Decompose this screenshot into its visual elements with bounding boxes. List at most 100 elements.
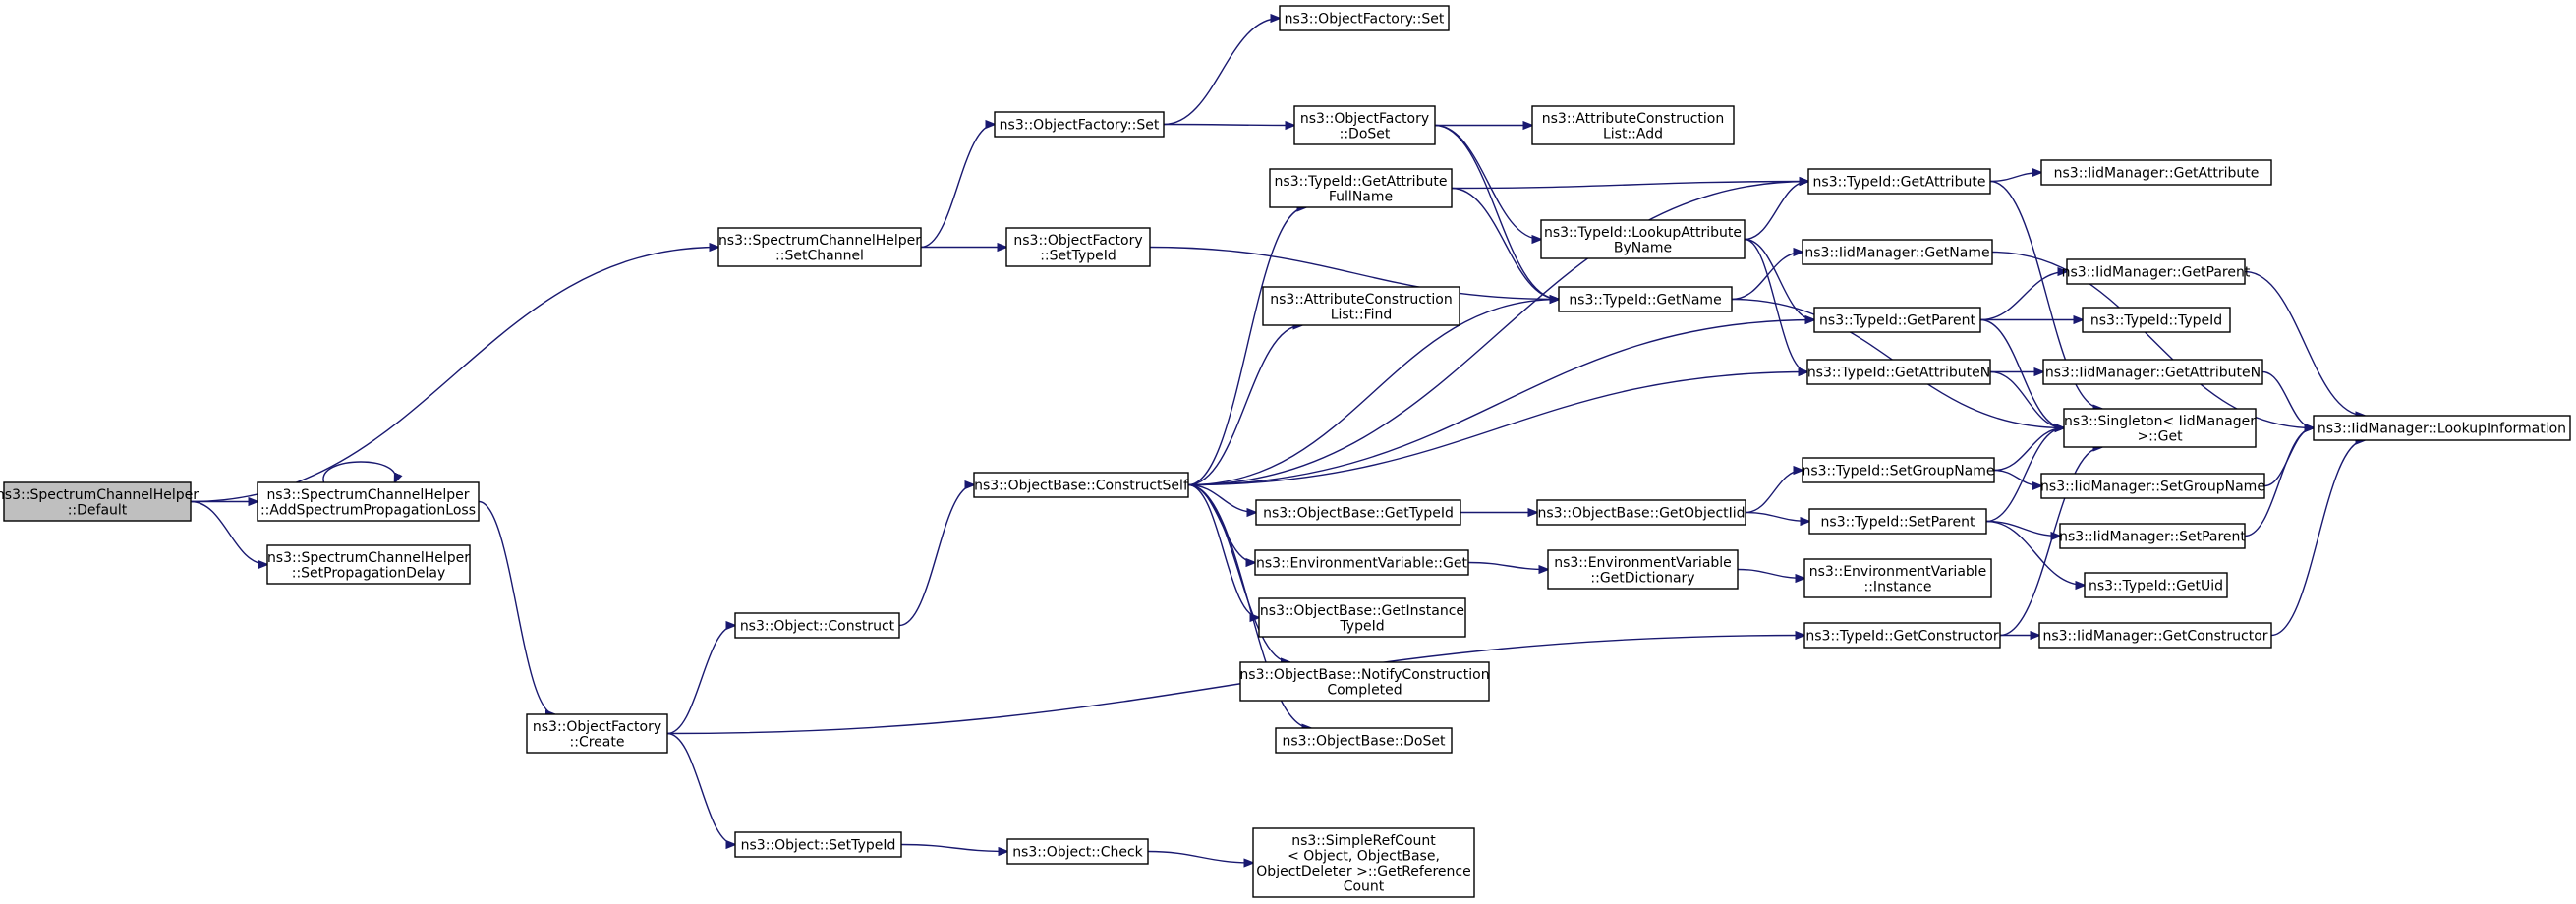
node-label-line: ns3::IidManager::GetName	[1804, 246, 1989, 261]
node-obj_construct[interactable]: ns3::Object::Construct	[734, 612, 900, 639]
node-label-line: ::Instance	[1864, 579, 1932, 594]
edge-iid_getparent-to-iid_lookupinfo	[2244, 270, 2365, 417]
node-box	[1807, 168, 1991, 195]
node-box	[1269, 168, 1453, 208]
node-ev_getdict[interactable]: ns3::EnvironmentVariable::GetDictionary	[1547, 549, 1739, 590]
node-default[interactable]: ns3::SpectrumChannelHelper::Default	[0, 481, 199, 522]
node-label-line: ns3::Singleton< IidManager	[2064, 414, 2256, 429]
edge-iid_getname-to-iid_lookupinfo	[1991, 251, 2314, 428]
node-label-line: ns3::IidManager::SetGroupName	[2040, 480, 2265, 495]
node-ev_instance[interactable]: ns3::EnvironmentVariable::Instance	[1803, 558, 1992, 598]
node-iid_setparent[interactable]: ns3::IidManager::SetParent	[2059, 523, 2246, 549]
node-label-line: ns3::TypeId::GetConstructor	[1805, 629, 1998, 645]
node-box	[2038, 622, 2272, 649]
node-label-line: ::DoSet	[1340, 126, 1391, 141]
node-obj_settypeid[interactable]: ns3::Object::SetTypeId	[734, 831, 902, 858]
node-label-line: ns3::IidManager::GetConstructor	[2042, 629, 2267, 645]
node-label-line: ns3::ObjectBase::NotifyConstruction	[1239, 667, 1489, 683]
node-of_doset[interactable]: ns3::ObjectFactory::DoSet	[1293, 105, 1436, 145]
edge-of_set-to-of_doset	[1163, 125, 1294, 126]
node-tid_getuid[interactable]: ns3::TypeId::GetUid	[2084, 572, 2228, 598]
node-label-line: ns3::SpectrumChannelHelper	[266, 487, 469, 503]
node-label-line: ns3::ObjectFactory	[1013, 233, 1142, 249]
edge-obj_construct-to-ob_constructself	[898, 485, 974, 627]
node-label-line: ns3::TypeId::GetAttribute	[1275, 174, 1448, 190]
node-ob_getobjectiid[interactable]: ns3::ObjectBase::GetObjectIid	[1536, 499, 1746, 526]
edge-tid_getparent-to-singleton_get	[1979, 318, 2064, 428]
node-tid_setparent[interactable]: ns3::TypeId::SetParent	[1808, 508, 1987, 535]
node-label-line: ByName	[1614, 240, 1672, 255]
node-tid_setgroupname[interactable]: ns3::TypeId::SetGroupName	[1802, 457, 1995, 483]
node-label-line: ns3::SpectrumChannelHelper	[0, 487, 199, 503]
node-iid_getparent[interactable]: ns3::IidManager::GetParent	[2062, 258, 2251, 285]
node-label-line: ::Default	[68, 502, 128, 518]
node-box	[2063, 408, 2257, 448]
node-of_set[interactable]: ns3::ObjectFactory::Set	[994, 111, 1165, 138]
node-src_getref[interactable]: ns3::SimpleRefCount< Object, ObjectBase,…	[1252, 827, 1475, 898]
node-setchannel[interactable]: ns3::SpectrumChannelHelper::SetChannel	[717, 227, 922, 267]
node-iid_getconstructor[interactable]: ns3::IidManager::GetConstructor	[2038, 622, 2272, 649]
node-box	[1540, 219, 1746, 259]
node-box	[1279, 5, 1450, 31]
node-setdelay[interactable]: ns3::SpectrumChannelHelper::SetPropagati…	[266, 544, 471, 585]
node-label-line: ::AddSpectrumPropagationLoss	[260, 502, 476, 518]
node-of_set2[interactable]: ns3::ObjectFactory::Set	[1279, 5, 1450, 31]
edge-tid_setgroupname-to-singleton_get	[1993, 428, 2064, 472]
node-label-line: ns3::ObjectFactory::Set	[1285, 12, 1445, 28]
node-ob_doset[interactable]: ns3::ObjectBase::DoSet	[1275, 727, 1453, 754]
node-label-line: ns3::ObjectBase::ConstructSelf	[974, 479, 1189, 494]
node-of_create[interactable]: ns3::ObjectFactory::Create	[526, 713, 668, 754]
node-box	[1536, 499, 1746, 526]
node-ob_gettypeid[interactable]: ns3::ObjectBase::GetTypeId	[1255, 499, 1461, 526]
node-tid_typeid[interactable]: ns3::TypeId::TypeId	[2082, 307, 2231, 333]
node-singleton_get[interactable]: ns3::Singleton< IidManager >::Get	[2063, 408, 2257, 448]
node-label-line: < Object, ObjectBase,	[1288, 848, 1440, 864]
edge-ob_constructself-to-tid_getname	[1187, 300, 1559, 486]
node-box	[1806, 359, 1991, 385]
node-box	[1802, 457, 1995, 483]
node-ob_notify[interactable]: ns3::ObjectBase::NotifyConstructionCompl…	[1239, 661, 1490, 702]
edge-ob_constructself-to-acl_find	[1187, 325, 1302, 486]
node-addloss[interactable]: ns3::SpectrumChannelHelper::AddSpectrumP…	[257, 481, 480, 522]
node-label-line: ns3::IidManager::LookupInformation	[2318, 422, 2566, 437]
edge-ob_getobjectiid-to-tid_setgroupname	[1745, 471, 1803, 514]
node-iid_setgroupname[interactable]: ns3::IidManager::SetGroupName	[2040, 473, 2265, 499]
node-label-line: ns3::AttributeConstruction	[1270, 292, 1452, 308]
node-box	[2313, 415, 2571, 441]
edge-obj_check-to-src_getref	[1147, 850, 1253, 864]
node-tid_getname[interactable]: ns3::TypeId::GetName	[1558, 286, 1733, 312]
node-box	[973, 472, 1189, 498]
node-box	[1005, 227, 1151, 267]
node-obj_check[interactable]: ns3::Object::Check	[1006, 838, 1149, 865]
edge-of_settypeid-to-tid_getname	[1149, 246, 1559, 300]
node-box	[1255, 499, 1461, 526]
node-box	[3, 481, 192, 522]
node-ob_constructself[interactable]: ns3::ObjectBase::ConstructSelf	[973, 472, 1189, 498]
node-label-line: List::Find	[1331, 307, 1393, 322]
node-label-line: ::SetChannel	[775, 248, 864, 263]
node-label-line: TypeId	[1339, 618, 1384, 634]
node-label-line: ns3::Object::Check	[1012, 845, 1143, 861]
node-tid_getattribute[interactable]: ns3::TypeId::GetAttribute	[1807, 168, 1991, 195]
node-tid_getattributen[interactable]: ns3::TypeId::GetAttributeN	[1806, 359, 1991, 385]
node-tid_getparent[interactable]: ns3::TypeId::GetParent	[1813, 307, 1981, 333]
node-iid_getattributen[interactable]: ns3::IidManager::GetAttributeN	[2042, 359, 2263, 385]
node-tid_getconstructor[interactable]: ns3::TypeId::GetConstructor	[1803, 622, 2001, 649]
edge-tid_lookupattr-to-tid_getattribute	[1744, 182, 1808, 241]
edge-ob_constructself-to-ob_getinstancetypeid	[1187, 483, 1259, 618]
node-label-line: ns3::TypeId::SetGroupName	[1802, 464, 1994, 480]
node-label-line: ns3::ObjectBase::DoSet	[1283, 734, 1446, 750]
node-label-line: ns3::IidManager::SetParent	[2059, 530, 2246, 545]
node-iid_getattribute[interactable]: ns3::IidManager::GetAttribute	[2040, 159, 2272, 186]
node-iid_getname[interactable]: ns3::IidManager::GetName	[1802, 239, 1993, 265]
edge-of_doset-to-tid_getname	[1434, 124, 1559, 300]
node-of_settypeid[interactable]: ns3::ObjectFactory::SetTypeId	[1005, 227, 1151, 267]
node-ev_get[interactable]: ns3::EnvironmentVariable::Get	[1254, 549, 1469, 576]
node-iid_lookupinfo[interactable]: ns3::IidManager::LookupInformation	[2313, 415, 2571, 441]
edge-ev_getdict-to-ev_instance	[1737, 568, 1804, 579]
